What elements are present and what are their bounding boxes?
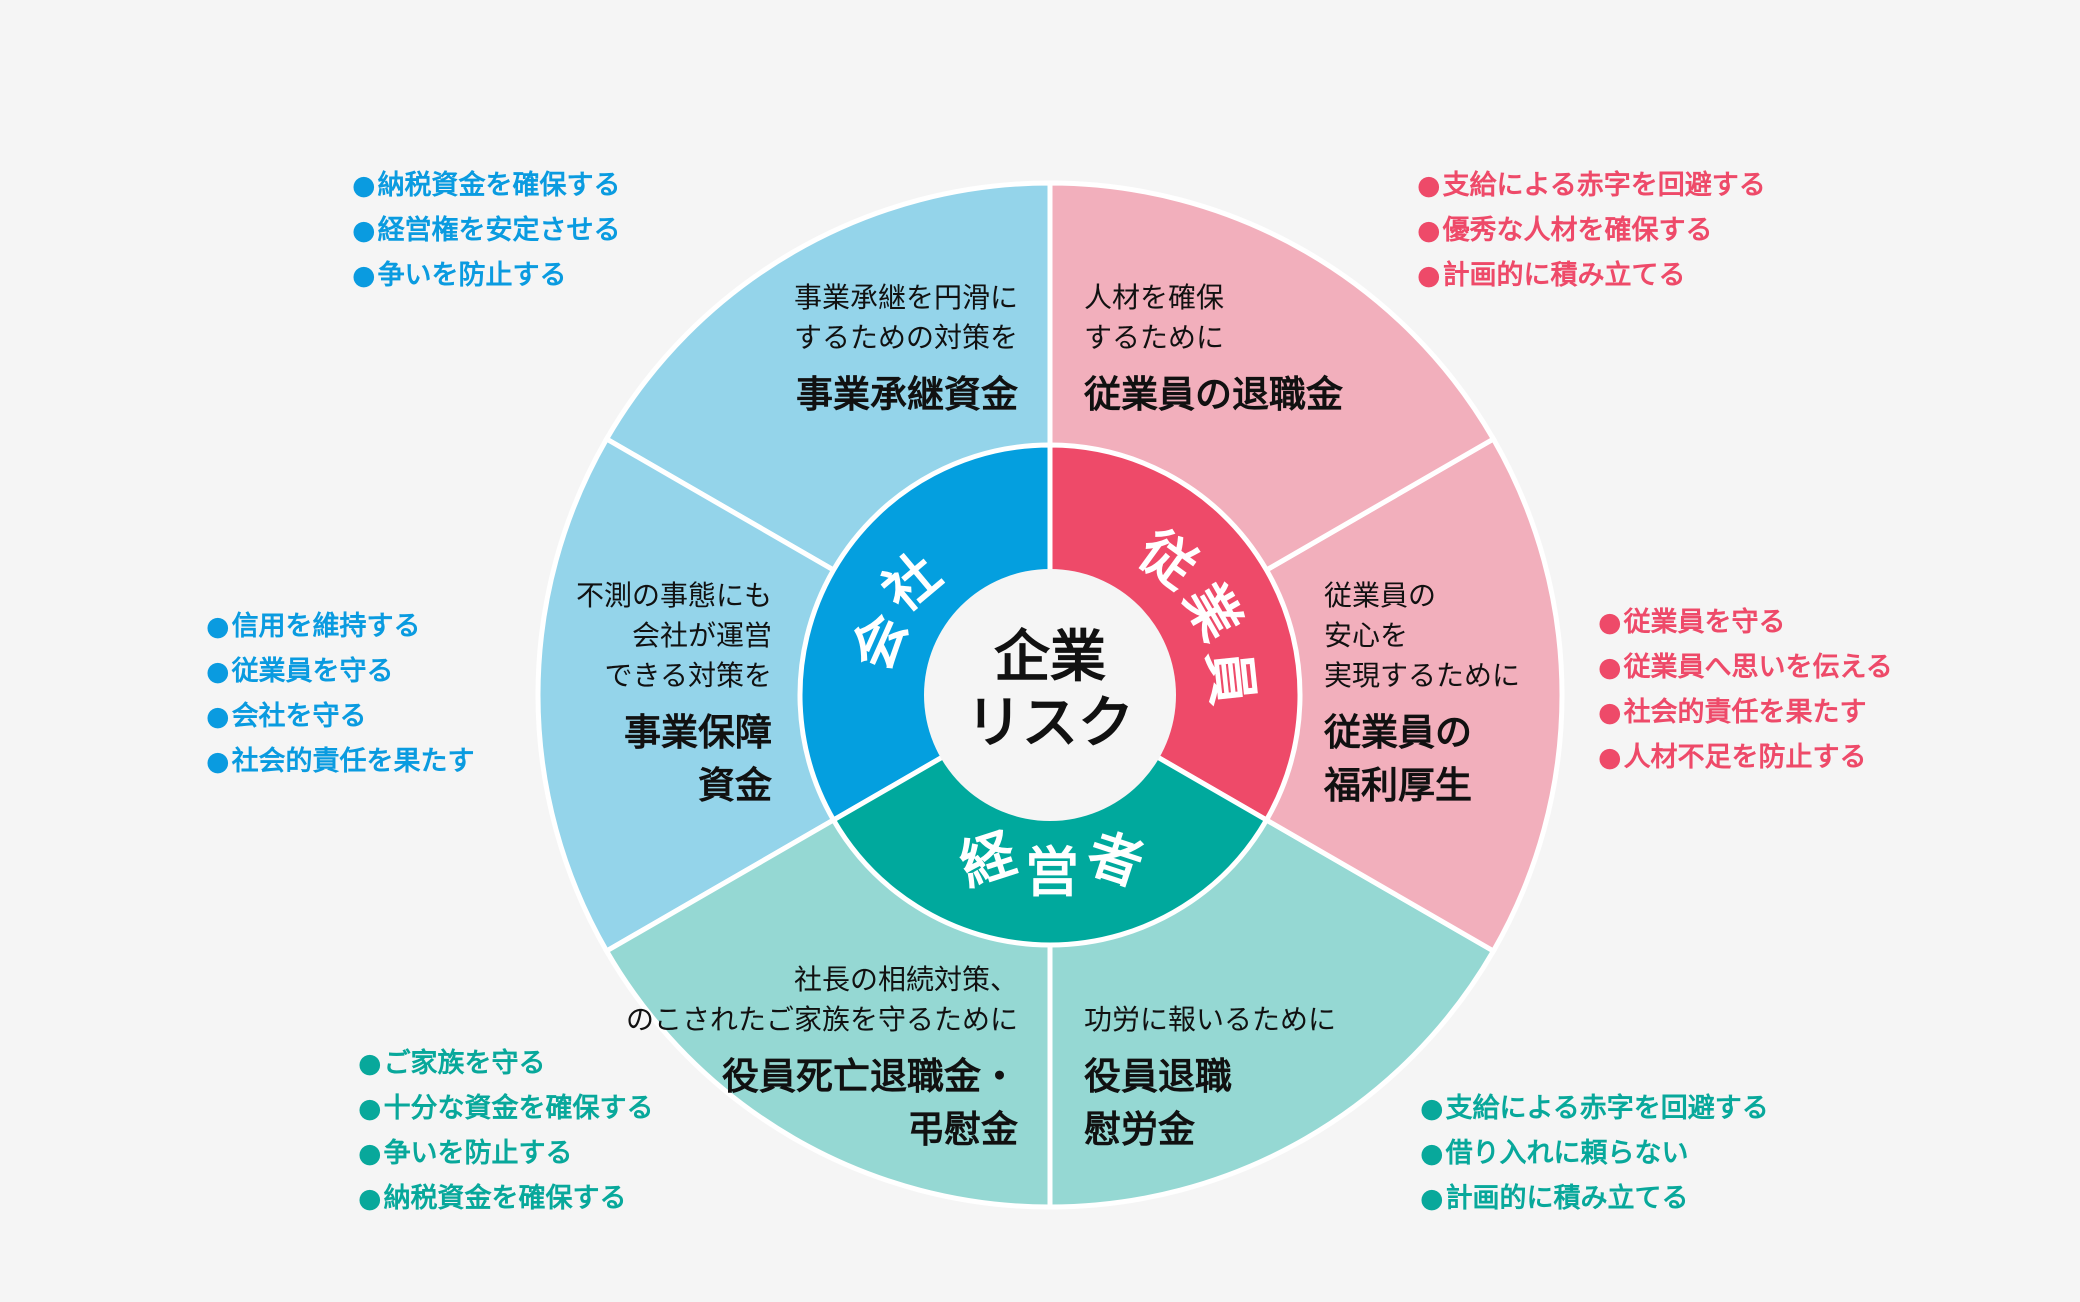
list-item: 従業員へ思いを伝える xyxy=(1598,645,1893,690)
segment-title: 事業保障 xyxy=(624,711,772,754)
center-line1: 企業 xyxy=(994,625,1106,690)
segment-desc: 従業員の xyxy=(1324,579,1437,612)
list-item: 支給による赤字を回避する xyxy=(1417,163,1766,208)
list-item: 納税資金を確保する xyxy=(358,1176,654,1221)
segment-title: 従業員の xyxy=(1324,711,1472,754)
center-circle xyxy=(924,569,1176,821)
list-item: 計画的に積み立てる xyxy=(1420,1176,1769,1221)
bullets-top-right: 支給による赤字を回避する 優秀な人材を確保する 計画的に積み立てる xyxy=(1417,163,1766,298)
segment-desc: 事業承継を円滑に xyxy=(793,281,1018,314)
ring-label-manager-2: 営 xyxy=(1025,841,1079,904)
bullets-left: 信用を維持する 従業員を守る 会社を守る 社会的責任を果たす xyxy=(206,604,475,784)
segment-desc: できる対策を xyxy=(604,659,772,692)
segment-title: 役員退職 xyxy=(1084,1055,1232,1098)
sector-employee-welfare xyxy=(1044,435,1565,955)
center-label: 企業 リスク xyxy=(950,625,1150,757)
segment-title: 従業員の退職金 xyxy=(1084,373,1343,416)
segment-desc: 実現するために xyxy=(1324,659,1521,692)
segment-desc: するための対策を xyxy=(793,321,1018,354)
segment-title: 資金 xyxy=(698,764,772,807)
segment-desc: するために xyxy=(1084,321,1225,354)
segment-desc: 功労に報いるために xyxy=(1084,1003,1337,1036)
segment-officer-death: 社長の相続対策、 のこされたご家族を守るために 役員死亡退職金・ 弔慰金 xyxy=(626,960,1018,1156)
segment-title: 弔慰金 xyxy=(907,1108,1018,1151)
segment-desc: 会社が運営 xyxy=(631,619,772,652)
segment-employee-retirement: 人材を確保 するために 従業員の退職金 xyxy=(1084,278,1343,421)
list-item: 社会的責任を果たす xyxy=(206,739,475,784)
segment-employee-welfare: 従業員の 安心を 実現するために 従業員の 福利厚生 xyxy=(1324,576,1520,812)
list-item: 社会的責任を果たす xyxy=(1598,690,1893,735)
sector-business-security xyxy=(535,435,1055,955)
segment-desc: のこされたご家族を守るために xyxy=(625,1003,1018,1036)
bullets-right: 従業員を守る 従業員へ思いを伝える 社会的責任を果たす 人材不足を防止する xyxy=(1598,600,1893,780)
list-item: 十分な資金を確保する xyxy=(358,1086,654,1131)
segment-title: 役員死亡退職金・ xyxy=(722,1055,1018,1098)
segment-business-security: 不測の事態にも 会社が運営 できる対策を 事業保障 資金 xyxy=(576,576,772,812)
list-item: 信用を維持する xyxy=(206,604,475,649)
bullets-bottom-left: ご家族を守る 十分な資金を確保する 争いを防止する 納税資金を確保する xyxy=(358,1041,654,1221)
ring-label-employee-3: 員 xyxy=(1196,647,1265,709)
bullets-bottom-right: 支給による赤字を回避する 借り入れに頼らない 計画的に積み立てる xyxy=(1420,1086,1769,1221)
segment-desc: 不測の事態にも xyxy=(575,579,772,612)
center-line2: リスク xyxy=(966,691,1134,756)
list-item: 争いを防止する xyxy=(352,253,621,298)
list-item: 経営権を安定させる xyxy=(352,208,621,253)
list-item: 人材不足を防止する xyxy=(1598,735,1893,780)
list-item: ご家族を守る xyxy=(358,1041,654,1086)
list-item: 従業員を守る xyxy=(1598,600,1893,645)
list-item: 借り入れに頼らない xyxy=(1420,1131,1769,1176)
list-item: 従業員を守る xyxy=(206,649,475,694)
list-item: 争いを防止する xyxy=(358,1131,654,1176)
list-item: 支給による赤字を回避する xyxy=(1420,1086,1769,1131)
list-item: 優秀な人材を確保する xyxy=(1417,208,1766,253)
segment-title: 事業承継資金 xyxy=(796,373,1018,416)
segment-title: 慰労金 xyxy=(1084,1108,1195,1151)
segment-officer-retirement: 功労に報いるために 役員退職 慰労金 xyxy=(1084,1000,1336,1156)
segment-business-succession: 事業承継を円滑に するための対策を 事業承継資金 xyxy=(794,278,1018,421)
segment-desc: 社長の相続対策、 xyxy=(793,963,1018,996)
segment-desc: 安心を xyxy=(1324,619,1409,652)
segment-desc: 人材を確保 xyxy=(1084,281,1225,314)
list-item: 納税資金を確保する xyxy=(352,163,621,208)
bullets-top-left: 納税資金を確保する 経営権を安定させる 争いを防止する xyxy=(352,163,621,298)
list-item: 計画的に積み立てる xyxy=(1417,253,1766,298)
segment-title: 福利厚生 xyxy=(1324,764,1472,807)
list-item: 会社を守る xyxy=(206,694,475,739)
